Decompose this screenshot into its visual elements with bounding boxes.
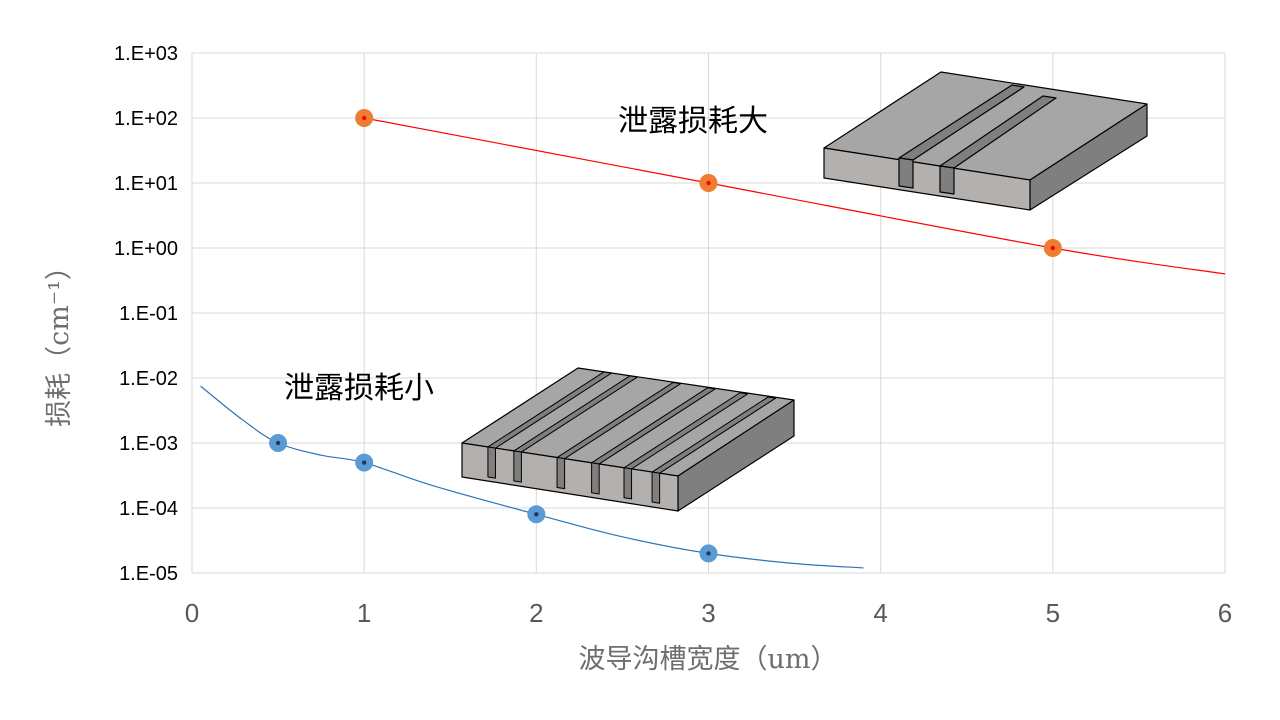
multi-trench-groove-front (556, 457, 566, 490)
series-1-point-center (534, 512, 539, 517)
x-tick-label: 4 (873, 598, 887, 628)
block-front (823, 147, 1031, 211)
series-1-point-center (706, 551, 711, 556)
y-tick-label: 1.E+03 (114, 43, 178, 65)
data-markers (269, 109, 1062, 563)
grid-lines (191, 52, 1226, 574)
series-1-point-center (361, 460, 367, 465)
x-axis-label: 波导沟槽宽度（um） (579, 644, 838, 675)
multi-trench-groove-front (651, 471, 661, 504)
y-tick-labels: 1.E-05 1.E-04 1.E-03 1.E-02 1.E-01 1.E+00 1.E+… (114, 43, 178, 585)
y-tick-label: 1.E-03 (119, 433, 178, 455)
y-tick-label: 1.E+00 (114, 238, 178, 260)
y-tick-label: 1.E-04 (119, 498, 178, 520)
wide-trench-waveguide-illustration (823, 71, 1148, 211)
y-tick-label: 1.E+02 (114, 108, 178, 130)
multi-trench-groove-front (513, 450, 522, 483)
y-tick-label: 1.E+01 (114, 173, 178, 195)
multi-trench-groove-front (487, 446, 496, 479)
multi-trench-groove-front (591, 462, 600, 495)
trench-2-front (939, 165, 955, 195)
series-0-point-center (1050, 245, 1056, 251)
trench-1-front (898, 157, 914, 189)
x-tick-labels: 0 1 2 3 4 5 6 (185, 598, 1232, 628)
x-tick-label: 2 (529, 598, 543, 628)
x-tick-label: 0 (185, 598, 199, 628)
series-0-point-center (706, 180, 711, 186)
multi-trench-groove-front (623, 467, 633, 500)
low-leakage-annotation: 泄露损耗小 (284, 371, 434, 406)
series-0-curve (364, 117, 1226, 275)
y-axis-label: 损耗（cm⁻¹） (44, 253, 75, 427)
x-tick-label: 1 (357, 598, 371, 628)
series-0-point-center (361, 115, 367, 121)
y-tick-label: 1.E-01 (119, 303, 178, 325)
series-1-point-center (275, 440, 281, 446)
x-tick-label: 6 (1218, 598, 1232, 628)
x-tick-label: 5 (1046, 598, 1060, 628)
high-leakage-annotation: 泄露损耗大 (618, 104, 768, 139)
x-tick-label: 3 (701, 598, 715, 628)
multi-trench-waveguide-illustration (461, 367, 795, 512)
y-tick-label: 1.E-02 (119, 368, 178, 390)
y-tick-label: 1.E-05 (119, 563, 178, 585)
